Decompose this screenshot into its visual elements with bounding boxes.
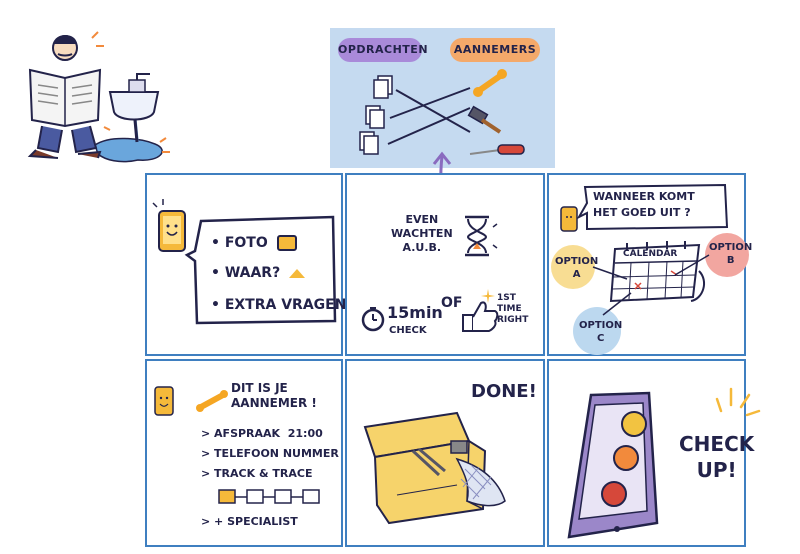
- toolbox-icon: [363, 411, 506, 525]
- option-a-line-1: OPTION: [555, 256, 599, 267]
- option-a-label: OPTION A: [555, 255, 598, 281]
- waar-label: WAAR?: [224, 265, 281, 281]
- tablet-icon: [567, 391, 659, 539]
- contractor-item-specialist: > + SPECIALIST: [201, 515, 298, 528]
- check-time: 15min: [387, 303, 443, 322]
- hourglass-icon: [465, 215, 498, 257]
- or-label: OF: [441, 295, 463, 311]
- calendar-icon: [609, 241, 706, 303]
- option-b-label: OPTION B: [709, 241, 752, 267]
- panel-waiting: EVEN WACHTEN A.U.B. 15min CHECK OF 1ST T…: [345, 173, 545, 356]
- aannemers-label: AANNEMERS: [453, 43, 537, 56]
- contractor-title: DIT IS JE AANNEMER !: [231, 381, 317, 411]
- speech-bubble: [184, 215, 337, 325]
- option-c-label: OPTION C: [579, 319, 622, 345]
- document-icon: [359, 75, 393, 155]
- hammer-icon: [467, 105, 502, 134]
- option-b-line-2: B: [726, 255, 735, 266]
- calendar-label: CALENDAR: [623, 249, 678, 259]
- question-bubble: [576, 183, 729, 231]
- first-time-line-2: TIME: [497, 304, 522, 314]
- panel-contractor: DIT IS JE AANNEMER ! > AFSPRAAK 21:00 > …: [145, 359, 343, 547]
- wait-line-1: EVEN: [405, 213, 439, 226]
- sparkle-lines: [715, 387, 761, 417]
- check-label: CHECK: [389, 325, 427, 336]
- contractor-item-afspraak: > AFSPRAAK 21:00: [201, 427, 323, 440]
- done-label: DONE!: [471, 381, 537, 402]
- opdrachten-label: OPDRACHTEN: [338, 43, 429, 56]
- question-line-2: HET GOED UIT ?: [593, 206, 691, 219]
- wrench-icon: [196, 390, 228, 412]
- first-time-line-1: 1ST: [497, 293, 516, 303]
- face-happy-icon[interactable]: [621, 411, 647, 437]
- option-c-bubble[interactable]: [573, 307, 621, 355]
- matching-diagram: OPDRACHTEN AANNEMERS: [330, 28, 555, 168]
- list-item-waar: • WAAR?: [211, 265, 306, 281]
- contractor-title-line-2: AANNEMER !: [231, 396, 317, 410]
- wrench-icon: [473, 69, 507, 97]
- option-a-bubble[interactable]: [551, 245, 595, 289]
- sparkle-icon: [481, 289, 495, 303]
- list-item-extra: • EXTRA VRAGEN: [211, 297, 347, 313]
- stopwatch-icon: [361, 307, 385, 332]
- panel-check-up: CHECK UP!: [547, 359, 761, 547]
- contractor-title-line-1: DIT IS JE: [231, 381, 288, 395]
- phone-icon: [152, 199, 186, 252]
- option-connectors: [592, 254, 710, 316]
- question-line-1: WANNEER KOMT: [593, 190, 695, 203]
- check-up-text: CHECK UP!: [679, 431, 754, 483]
- option-b-bubble[interactable]: [705, 233, 749, 277]
- thumbs-up-icon: [462, 301, 499, 332]
- track-trace-progress: [218, 489, 320, 504]
- camera-icon: [276, 235, 297, 251]
- question-text: WANNEER KOMT HET GOED UIT ?: [593, 189, 695, 221]
- panel-scheduling: WANNEER KOMT HET GOED UIT ? CALENDAR OPT…: [547, 173, 752, 356]
- first-time-line-3: RIGHT: [497, 315, 529, 325]
- contractor-item-track: > TRACK & TRACE: [201, 467, 313, 480]
- opdrachten-tag: OPDRACHTEN: [338, 38, 428, 62]
- first-time-right: 1ST TIME RIGHT: [497, 293, 528, 326]
- house-icon: [289, 268, 306, 278]
- face-sad-icon[interactable]: [601, 481, 627, 507]
- option-c-line-2: C: [596, 333, 605, 344]
- list-item-foto: • FOTO: [211, 235, 297, 251]
- option-c-line-1: OPTION: [579, 320, 623, 331]
- wait-text: EVEN WACHTEN A.U.B.: [391, 213, 453, 255]
- wait-line-3: A.U.B.: [402, 241, 442, 254]
- face-neutral-icon[interactable]: [613, 445, 639, 471]
- option-b-line-1: OPTION: [709, 242, 753, 253]
- extra-vragen-label: EXTRA VRAGEN: [224, 297, 347, 313]
- wait-line-2: WACHTEN: [391, 227, 453, 240]
- leaking-sink-illustration: [10, 30, 180, 170]
- check-up-line-2: UP!: [696, 458, 737, 482]
- panel-report-issue: • FOTO • WAAR? • EXTRA VRAGEN: [145, 173, 347, 356]
- check-up-line-1: CHECK: [679, 432, 755, 456]
- option-a-line-2: A: [572, 269, 581, 280]
- aannemers-tag: AANNEMERS: [450, 38, 540, 62]
- screwdriver-icon: [469, 144, 525, 155]
- foto-label: FOTO: [224, 235, 268, 251]
- contractor-item-telefoon: > TELEFOON NUMMER: [201, 447, 339, 460]
- panel-done: DONE!: [345, 359, 545, 547]
- phone-icon: [154, 386, 174, 416]
